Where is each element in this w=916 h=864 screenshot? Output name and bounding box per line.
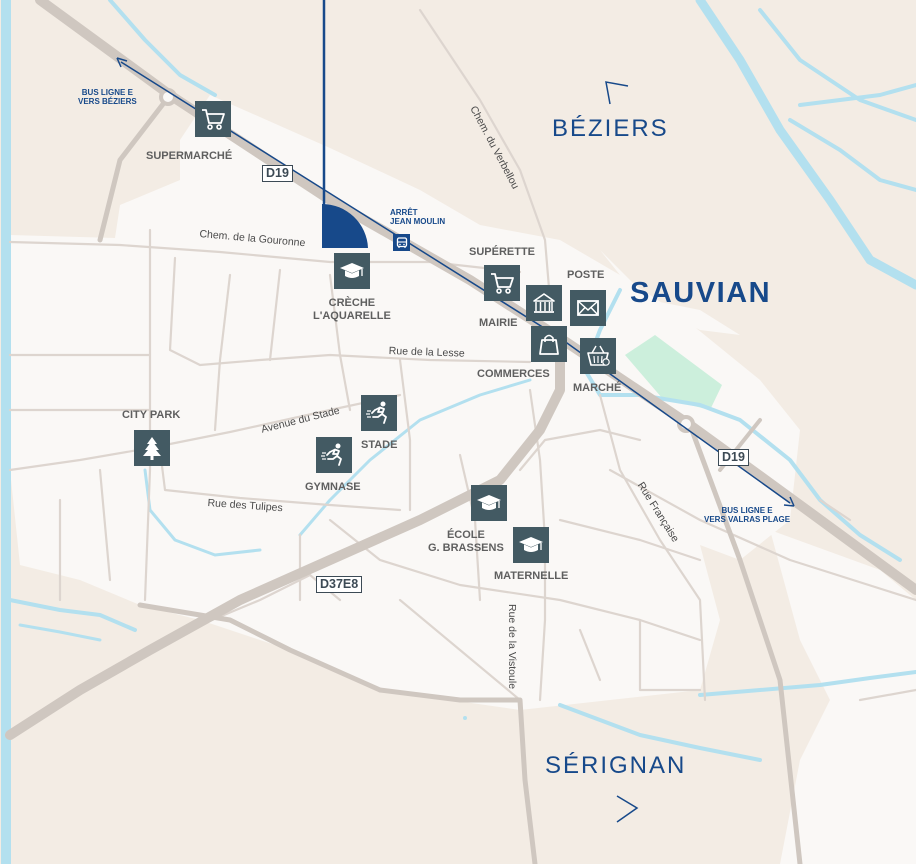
- bus-label-north: BUS LIGNE E VERS BÉZIERS: [78, 88, 137, 106]
- label-superette-text: SUPÉRETTE: [469, 246, 536, 258]
- label-supermarche: SUPERMARCHÉ: [146, 150, 232, 163]
- label-marche-text: MARCHÉ: [573, 382, 622, 394]
- town-beziers: BÉZIERS: [552, 115, 669, 142]
- label-city-park: CITY PARK: [122, 409, 180, 422]
- shopping-cart-icon: [491, 273, 514, 294]
- envelope-icon: [577, 300, 599, 316]
- ecole-icon[interactable]: [471, 485, 507, 521]
- bus-label-north-line2: VERS BÉZIERS: [78, 97, 137, 106]
- label-superette: SUPÉRETTE: [469, 246, 535, 259]
- road-d19-south: D19: [718, 449, 749, 466]
- label-commerces-text: COMMERCES: [477, 368, 550, 380]
- label-creche-line1: CRÈCHE: [328, 297, 376, 309]
- water-point: [463, 716, 467, 720]
- runner-icon: [321, 443, 342, 466]
- location-marker-icon: [322, 0, 368, 248]
- road-d37e8: D37E8: [316, 576, 363, 593]
- supermarche-icon[interactable]: [195, 101, 231, 137]
- bus-line-arrow-north: [116, 57, 128, 68]
- label-poste-text: POSTE: [567, 269, 605, 281]
- bus-stop-label: ARRÊT JEAN MOULIN: [390, 208, 445, 226]
- bus-label-south-line1: BUS LIGNE E: [721, 506, 773, 515]
- streets: [8, 8, 916, 702]
- runner-icon: [366, 401, 387, 424]
- label-poste: POSTE: [567, 269, 604, 282]
- label-marche: MARCHÉ: [573, 382, 621, 395]
- label-ecole-line1: ÉCOLE: [446, 529, 485, 541]
- commerces-icon[interactable]: [531, 326, 567, 362]
- label-stade: STADE: [361, 439, 397, 452]
- label-supermarche-text: SUPERMARCHÉ: [146, 150, 233, 162]
- label-mairie-text: MAIRIE: [479, 317, 518, 329]
- bus-line-arrow-south: [783, 496, 795, 507]
- label-gymnase-text: GYMNASE: [305, 481, 361, 493]
- bus-stop-label-line2: JEAN MOULIN: [390, 217, 446, 226]
- label-ecole-line2: G. BRASSENS: [428, 542, 504, 554]
- town-sauvian: SAUVIAN: [630, 277, 772, 309]
- graduation-cap-icon: [477, 495, 501, 510]
- label-ecole: ÉCOLE G. BRASSENS: [428, 529, 504, 555]
- bus-icon[interactable]: [393, 234, 410, 251]
- bus-label-north-line1: BUS LIGNE E: [81, 88, 133, 97]
- stade-icon[interactable]: [361, 395, 397, 431]
- label-maternelle-text: MATERNELLE: [494, 570, 569, 582]
- label-creche-line2: L'AQUARELLE: [313, 310, 391, 322]
- label-maternelle: MATERNELLE: [494, 570, 568, 583]
- city-park-icon[interactable]: [134, 430, 170, 466]
- mairie-icon[interactable]: [526, 285, 562, 321]
- tree-icon: [143, 437, 161, 460]
- label-gymnase: GYMNASE: [305, 481, 361, 494]
- label-stade-text: STADE: [361, 439, 398, 451]
- graduation-cap-icon: [519, 537, 543, 552]
- market-basket-icon: [587, 345, 610, 366]
- road-d19-north: D19: [262, 165, 293, 182]
- label-commerces: COMMERCES: [477, 368, 550, 381]
- bus-stop-label-line1: ARRÊT: [390, 208, 418, 217]
- town-serignan: SÉRIGNAN: [545, 752, 687, 779]
- label-city-park-text: CITY PARK: [122, 409, 181, 421]
- label-mairie: MAIRIE: [479, 317, 518, 330]
- town-hall-icon: [533, 293, 555, 313]
- bus-label-south: BUS LIGNE E VERS VALRAS PLAGE: [704, 506, 790, 524]
- maternelle-icon[interactable]: [513, 527, 549, 563]
- urban-area-north: [600, 250, 740, 335]
- direction-arrow-beziers: [605, 81, 629, 105]
- shopping-bag-icon: [539, 334, 559, 355]
- marche-icon[interactable]: [580, 338, 616, 374]
- graduation-cap-icon: [340, 263, 364, 278]
- poste-icon[interactable]: [570, 290, 606, 326]
- direction-arrow-serignan: [616, 795, 639, 823]
- creche-icon[interactable]: [334, 253, 370, 289]
- street-vistoule: Rue de la Vistoule: [506, 604, 518, 690]
- shopping-cart-icon: [202, 109, 225, 130]
- gymnase-icon[interactable]: [316, 437, 352, 473]
- bus-label-south-line2: VERS VALRAS PLAGE: [704, 515, 791, 524]
- label-creche: CRÈCHE L'AQUARELLE: [313, 297, 391, 323]
- superette-icon[interactable]: [484, 265, 520, 301]
- park-area: [625, 335, 722, 410]
- urban-area-east: [770, 530, 916, 864]
